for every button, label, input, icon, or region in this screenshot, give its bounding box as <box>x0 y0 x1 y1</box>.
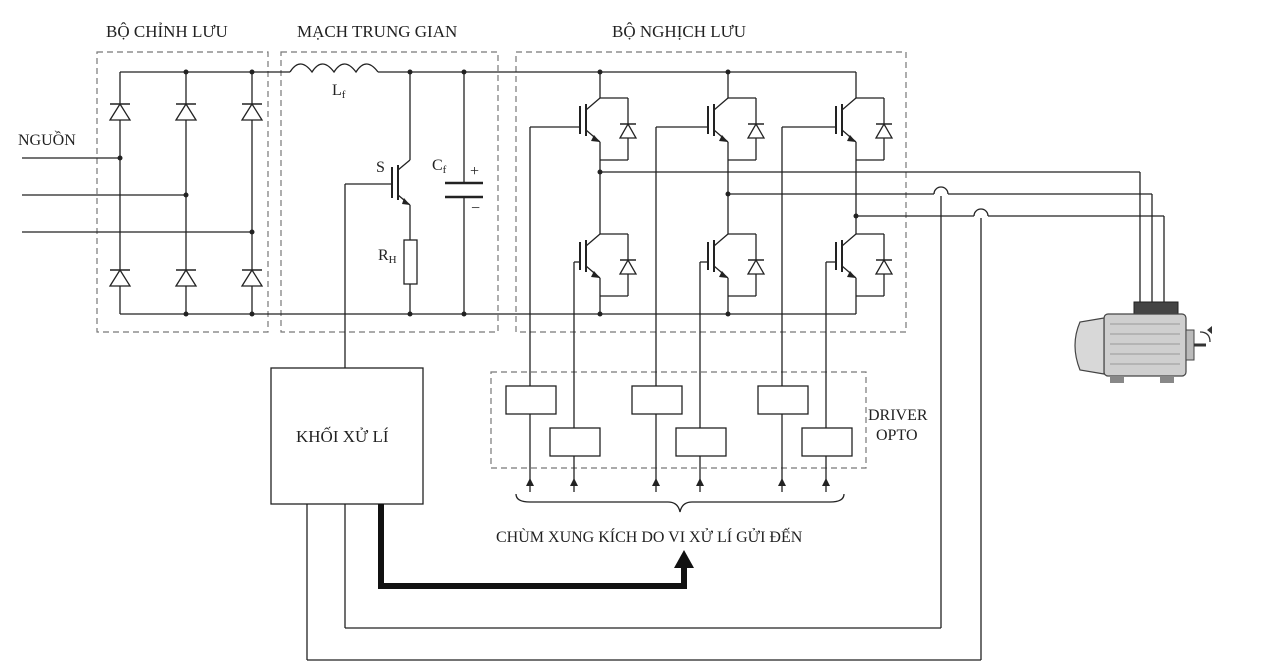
gate-wires <box>529 126 836 428</box>
feedback-wires <box>306 196 982 661</box>
source-lines <box>22 155 255 235</box>
processor-label: KHỐI XỬ LÍ <box>296 427 389 446</box>
inverter-frame <box>515 51 907 333</box>
motor <box>1074 301 1212 383</box>
rectifier-frame <box>96 51 269 333</box>
braking-resistor <box>403 239 418 285</box>
output-phase-lines <box>600 171 1165 304</box>
inductor-lf <box>289 63 856 74</box>
capacitor-minus: − <box>471 200 480 217</box>
driver-boxes <box>505 385 853 457</box>
rectifier-title: BỘ CHỈNH LƯU <box>106 22 228 41</box>
rectifier-bridge <box>109 69 856 317</box>
capacitor-label: Cf <box>432 157 447 176</box>
driver-opto-frame <box>490 371 867 469</box>
switch-label: S <box>376 159 385 176</box>
pulses-label: CHÙM XUNG KÍCH DO VI XỬ LÍ GỬI ĐẾN <box>496 527 803 546</box>
driver-input-arrows <box>526 414 830 492</box>
dc-link-frame <box>280 51 499 333</box>
inverter-leg-2 <box>707 69 765 317</box>
driver-label-line2: OPTO <box>876 427 918 444</box>
inductor-label: Lf <box>332 82 346 101</box>
inverter-leg-1 <box>579 69 637 317</box>
control-signal-arrow <box>378 504 694 589</box>
pulse-brace <box>515 493 845 513</box>
capacitor-cf <box>445 69 483 317</box>
capacitor-plus: + <box>470 163 479 180</box>
resistor-label: RH <box>378 247 397 266</box>
brake-chopper <box>344 69 418 368</box>
inverter-title: BỘ NGHỊCH LƯU <box>612 22 746 41</box>
processor-block <box>270 367 424 505</box>
dc-link-title: MẠCH TRUNG GIAN <box>297 22 457 41</box>
inverter-leg-3 <box>835 72 893 314</box>
source-label: NGUỒN <box>18 130 76 149</box>
driver-label-line1: DRIVER <box>868 407 928 424</box>
